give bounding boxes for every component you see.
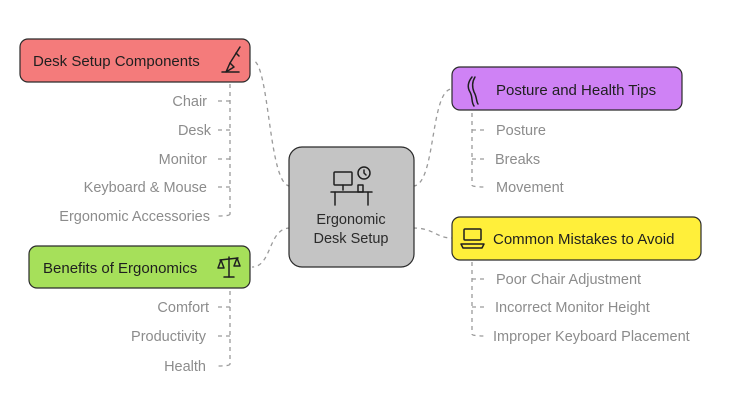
node-common-mistakes-to-avoid[interactable]: Common Mistakes to Avoid [451, 216, 702, 261]
list-item: Breaks [495, 152, 540, 168]
list-item: Incorrect Monitor Height [495, 300, 650, 316]
benefits-item-connectors [217, 291, 231, 367]
desk-setup-item-connectors [217, 84, 231, 217]
connector-benefits [251, 227, 291, 268]
list-item: Monitor [159, 152, 208, 168]
node-desk-setup-components[interactable]: Desk Setup Components [19, 38, 251, 83]
laptop-icon [460, 228, 485, 249]
center-title-line-2: Desk Setup [314, 231, 389, 247]
connector-desk-setup [251, 59, 291, 187]
mistakes-item-connectors [471, 262, 486, 337]
list-item: Ergonomic Accessories [59, 209, 210, 225]
list-item: Health [164, 359, 206, 375]
center-title-line-1: Ergonomic [316, 212, 385, 228]
spine-icon [467, 76, 479, 107]
node-posture-and-health-tips[interactable]: Posture and Health Tips [451, 66, 683, 111]
center-node[interactable]: Ergonomic Desk Setup [288, 146, 415, 268]
desk-setup-items: Chair Desk Monitor Keyboard & Mouse Ergo… [59, 94, 211, 225]
pen-nib-icon [221, 46, 241, 73]
list-item: Chair [172, 94, 207, 110]
balance-scale-icon [217, 256, 241, 278]
mistakes-items: Poor Chair Adjustment Incorrect Monitor … [493, 272, 690, 345]
posture-items: Posture Breaks Movement [495, 123, 564, 196]
benefits-title: Benefits of Ergonomics [43, 260, 197, 277]
list-item: Improper Keyboard Placement [493, 329, 690, 345]
list-item: Productivity [131, 329, 207, 345]
list-item: Movement [496, 180, 564, 196]
list-item: Keyboard & Mouse [84, 180, 207, 196]
posture-item-connectors [471, 113, 486, 188]
list-item: Poor Chair Adjustment [496, 272, 641, 288]
desk-setup-title: Desk Setup Components [33, 53, 200, 70]
desk-workstation-icon [330, 166, 373, 206]
list-item: Posture [496, 123, 546, 139]
list-item: Comfort [157, 300, 209, 316]
list-item: Desk [178, 123, 212, 139]
connector-posture [412, 88, 453, 187]
posture-title: Posture and Health Tips [496, 82, 656, 99]
connector-mistakes [412, 227, 453, 239]
mistakes-title: Common Mistakes to Avoid [493, 231, 674, 248]
node-benefits-of-ergonomics[interactable]: Benefits of Ergonomics [28, 245, 251, 289]
benefits-items: Comfort Productivity Health [131, 300, 209, 375]
